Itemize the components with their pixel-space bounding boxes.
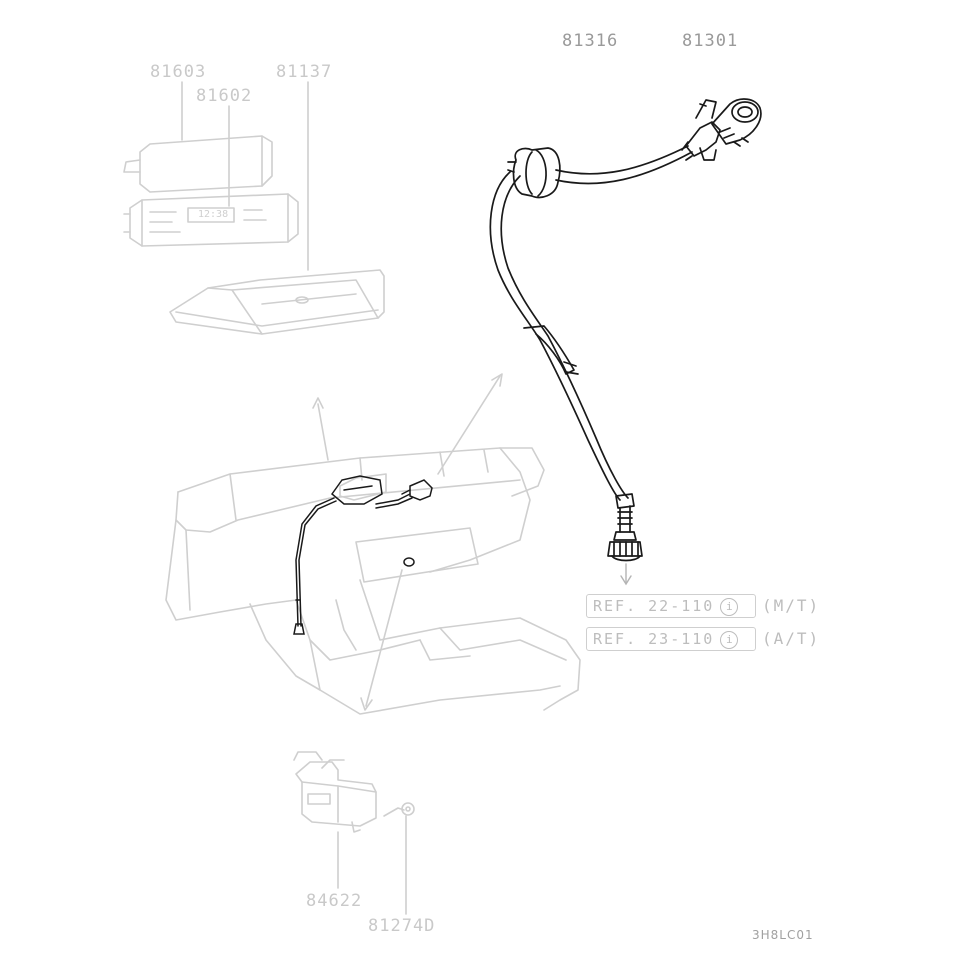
dash-cable-small [293, 475, 433, 635]
diagram-code: 3H8LC01 [752, 928, 814, 942]
label-84622: 84622 [306, 891, 363, 911]
clock-display: 12:38 [198, 209, 229, 220]
reference-at-text: REF. 23-110 [593, 630, 715, 648]
lid-cover-part [123, 135, 273, 193]
switch-part [293, 751, 377, 833]
info-icon: i [720, 630, 739, 649]
console-tray-part [169, 269, 385, 335]
reference-at-suffix: (A/T) [762, 629, 821, 648]
label-81316: 81316 [562, 31, 619, 51]
arrow-to-tray [317, 403, 329, 461]
label-81301: 81301 [682, 31, 739, 51]
speedometer-cable-part [489, 98, 762, 562]
reference-at[interactable]: REF. 23-110 i [586, 627, 756, 651]
ref-arrow [620, 563, 632, 586]
label-81274d: 81274D [368, 916, 436, 936]
label-81137: 81137 [276, 62, 333, 82]
key-part [383, 802, 415, 817]
info-icon: i [720, 597, 739, 616]
arrow-to-cable [437, 375, 501, 475]
reference-mt[interactable]: REF. 22-110 i [586, 594, 756, 618]
reference-mt-suffix: (M/T) [762, 596, 821, 615]
dashboard-part [165, 447, 581, 715]
label-81602: 81602 [196, 86, 253, 106]
arrow-to-switch [365, 569, 403, 707]
clock-unit-part [123, 193, 299, 247]
reference-mt-text: REF. 22-110 [593, 597, 715, 615]
label-81603: 81603 [150, 62, 207, 82]
